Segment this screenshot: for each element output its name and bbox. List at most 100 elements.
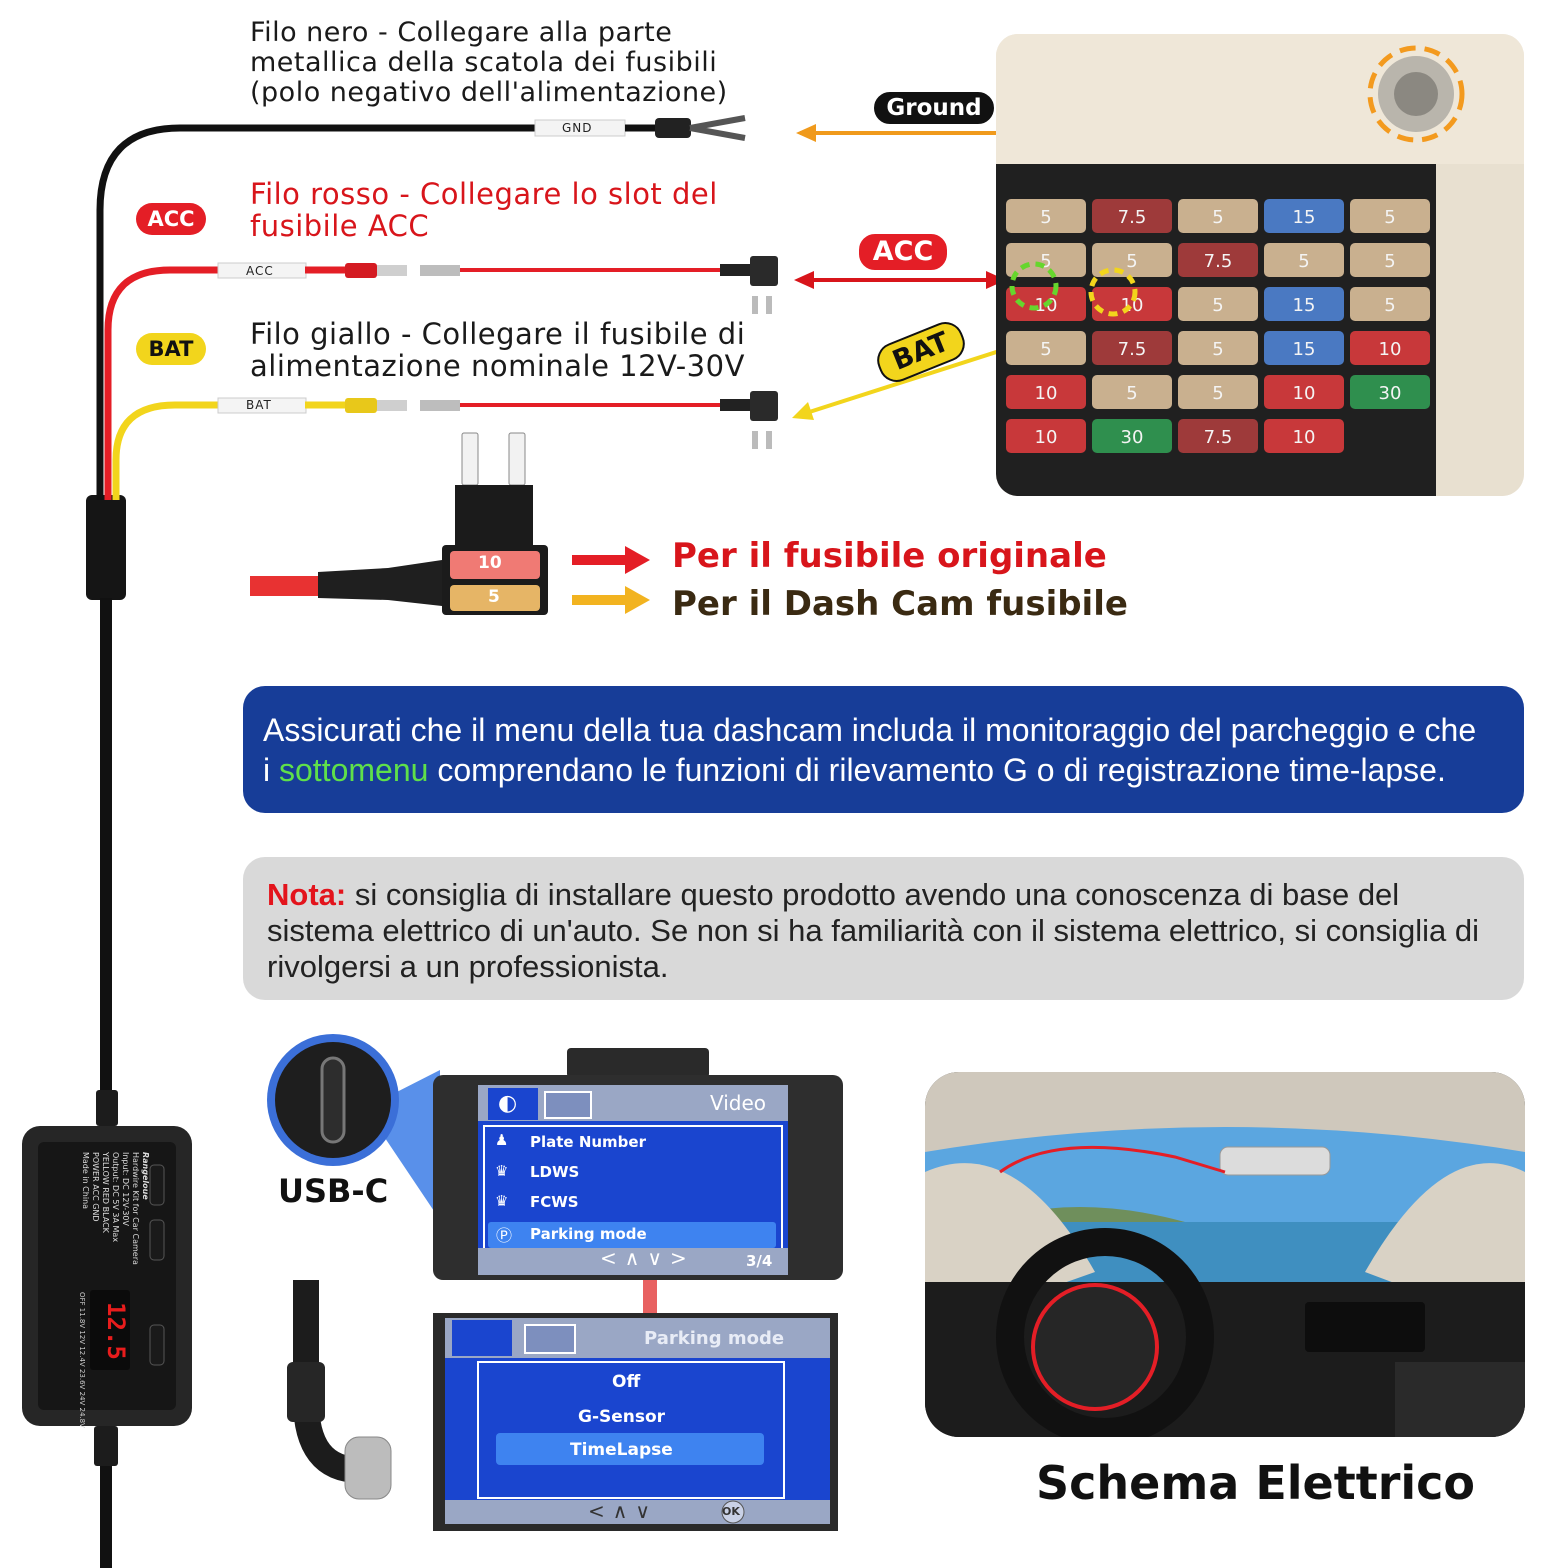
fuse-slot [1178, 375, 1258, 409]
fuse-slot-value: 5 [1212, 295, 1223, 316]
gnd-connector [655, 118, 691, 138]
acc-badge-left: ACC [136, 203, 206, 235]
dashcam-fuse-label: Per il Dash Cam fusibile [672, 584, 1128, 624]
acc-badge-right: ACC [857, 232, 949, 272]
submenu-highlight: sottomenu [279, 752, 429, 788]
fuse-slot [1178, 243, 1258, 277]
menu-item-plate-number[interactable]: Plate Number [530, 1133, 646, 1151]
fuse-slot [1092, 375, 1172, 409]
fuse-slot-value: 10 [1293, 427, 1316, 448]
fuse-slot-value: 7.5 [1204, 251, 1233, 272]
fuse-slot-value: 15 [1293, 339, 1316, 360]
fuse-slot-value: 5 [1384, 251, 1395, 272]
fcws-icon: ♛ [495, 1192, 509, 1210]
option-timelapse[interactable]: TimeLapse [570, 1440, 673, 1460]
bat-fuse-tap [750, 391, 778, 421]
black-wire [96, 124, 540, 500]
fuse-5 [450, 585, 540, 611]
fuse-slot [1006, 331, 1086, 365]
fuse-slot [1350, 287, 1430, 321]
fuse-slot [1178, 419, 1258, 453]
fuse-slot [1264, 199, 1344, 233]
fuse-slot-value: 10 [1035, 427, 1058, 448]
info-line-2: i sottomenu comprendano le funzioni di r… [263, 752, 1446, 788]
fuse-slot-value: 5 [1040, 207, 1051, 228]
acc-slot-marker [1009, 261, 1059, 311]
ldws-icon: ♛ [495, 1162, 509, 1180]
fuse-slot-value: 15 [1293, 207, 1316, 228]
plate-icon: ♟ [495, 1131, 509, 1149]
fuse-tap-body [455, 485, 533, 547]
red-wire-description: Filo rosso - Collegare lo slot del fusib… [250, 177, 718, 243]
ok-button[interactable]: OK [722, 1505, 740, 1518]
note-text: si consiglia di installare questo prodot… [267, 877, 1480, 984]
menu-item-parking-mode[interactable]: Parking mode [530, 1225, 647, 1243]
usb-c-plug [344, 1436, 392, 1500]
note-banner: Nota: si consiglia di installare questo … [243, 857, 1524, 1000]
nav-arrows[interactable]: <∧∨> [600, 1246, 695, 1270]
page-indicator: 3/4 [746, 1252, 773, 1270]
nav-arrows-2[interactable]: <∧∨ [588, 1499, 659, 1523]
fuse-tap-top-value: 10 [478, 553, 502, 573]
fuse-slot [1092, 243, 1172, 277]
fuse-slot-value: 30 [1379, 383, 1402, 404]
fuse-slot [1006, 419, 1086, 453]
parking-mode-highlight [488, 1222, 776, 1248]
acc-fuse-tap [750, 256, 778, 286]
fuse-slot-value: 7.5 [1118, 207, 1147, 228]
option-off[interactable]: Off [612, 1372, 641, 1392]
fuse-slot [1178, 331, 1258, 365]
fuse-slot [1350, 331, 1430, 365]
parking-menu-header: Parking mode [644, 1328, 785, 1349]
fuse-slot [1006, 375, 1086, 409]
menu-item-ldws[interactable]: LDWS [530, 1163, 580, 1181]
fuse-slot-value: 5 [1298, 251, 1309, 272]
fuse-slot-value: 7.5 [1204, 427, 1233, 448]
fuse-slot [1092, 199, 1172, 233]
car-interior-photo [925, 1072, 1525, 1437]
fuse-slot [1350, 375, 1430, 409]
fuse-location-zoom [1031, 1283, 1159, 1411]
fuse-slot [1264, 287, 1344, 321]
option-g-sensor[interactable]: G-Sensor [578, 1407, 666, 1427]
fuse-slot-value: 5 [1212, 207, 1223, 228]
info-banner: Assicurati che il menu della tua dashcam… [243, 686, 1524, 813]
fuse-slot-value: 5 [1212, 383, 1223, 404]
voltage-display: 12.5 [102, 1302, 130, 1360]
acc-tag: ACC [246, 264, 274, 278]
voltage-table: OFF 11.8V 12V 12.4V 23.6V 24V 24.8V [78, 1292, 86, 1428]
video-tab-icon[interactable]: ◐ [498, 1091, 518, 1116]
yellow-wire [112, 401, 220, 500]
fuse-slot [1178, 287, 1258, 321]
fuse-slot-value: 10 [1379, 339, 1402, 360]
fuse-slot-value: 5 [1384, 207, 1395, 228]
fuse-slot-value: 5 [1126, 251, 1137, 272]
fork-terminal [689, 115, 746, 141]
fuse-tap-bottom-value: 5 [488, 587, 500, 607]
ground-bolt-marker [1367, 45, 1465, 143]
fuse-slot-value: 10 [1293, 383, 1316, 404]
car-caption: Schema Elettrico [1036, 1456, 1476, 1510]
fuse-slot [1092, 331, 1172, 365]
fuse-slot-value: 10 [1035, 383, 1058, 404]
cable-route [999, 1145, 1226, 1174]
fuse-slot [1264, 243, 1344, 277]
fuse-slot [1006, 243, 1086, 277]
parking-icon: Ⓟ [496, 1226, 513, 1245]
gnd-tag: GND [562, 121, 593, 135]
fuse-slot [1264, 331, 1344, 365]
video-menu-header: Video [710, 1091, 767, 1115]
fuse-slot [1350, 243, 1430, 277]
fuse-slot [1006, 199, 1086, 233]
menu-item-fcws[interactable]: FCWS [530, 1193, 579, 1211]
fuse-slot-value: 15 [1293, 295, 1316, 316]
black-wire-description: Filo nero - Collegare alla parte metalli… [250, 17, 728, 108]
fuse-slot [1178, 199, 1258, 233]
fuse-slot [1350, 199, 1430, 233]
info-line-1: Assicurati che il menu della tua dashcam… [263, 712, 1477, 748]
original-fuse-label: Per il fusibile originale [672, 536, 1107, 576]
bat-badge-left: BAT [136, 333, 206, 365]
cable-sleeve [86, 495, 126, 600]
